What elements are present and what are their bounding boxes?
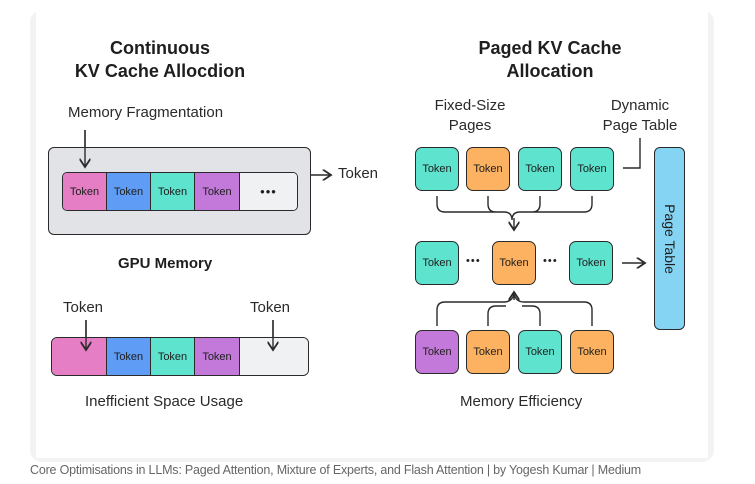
strip-cell: Token [195, 338, 240, 375]
page-token: Token [466, 147, 510, 191]
page-token: Token [492, 241, 536, 285]
page-token: Token [518, 147, 562, 191]
gpu-token: Token [63, 173, 107, 210]
strip-cell [240, 338, 308, 375]
memory-efficiency-label: Memory Efficiency [460, 393, 583, 410]
gpu-token: Token [195, 173, 240, 210]
paged-title-line1: Paged KV Cache [478, 38, 622, 58]
dynamic-line2: Page Table [602, 117, 678, 134]
page-token: Token [415, 241, 459, 285]
gpu-token: Token [107, 173, 151, 210]
ellipsis-icon: • • • [466, 255, 480, 267]
continuous-title: Continuous KV Cache Allocdion [60, 37, 260, 83]
fixed-size-line2: Pages [448, 117, 492, 134]
top-bracket [436, 196, 593, 221]
dynamic-table-connector [623, 138, 641, 169]
gpu-memory-label: GPU Memory [118, 255, 213, 272]
page-token: Token [570, 147, 614, 191]
dynamic-page-table-label: Dynamic Page Table [590, 96, 690, 136]
pointer-label-right: Token [250, 299, 291, 316]
source-caption: Core Optimisations in LLMs: Paged Attent… [30, 463, 642, 477]
fixed-size-line1: Fixed-Size [434, 97, 506, 114]
gpu-token: Token [151, 173, 195, 210]
fixed-size-pages-label: Fixed-Size Pages [420, 96, 520, 136]
continuous-title-line2: KV Cache Allocdion [74, 61, 246, 81]
memory-fragmentation-label: Memory Fragmentation [68, 104, 224, 121]
page-token: Token [569, 241, 613, 285]
strip-cell: Token [151, 338, 195, 375]
gpu-token-strip: Token Token Token Token ••• [62, 172, 298, 211]
page-token: Token [518, 330, 562, 374]
dynamic-line1: Dynamic [610, 97, 670, 114]
paged-title-line2: Allocation [506, 61, 594, 81]
inefficient-space-label: Inefficient Space Usage [85, 393, 244, 410]
page-table-label: Page Table [661, 203, 678, 274]
gpu-ellipsis: ••• [240, 173, 297, 210]
page-token: Token [570, 330, 614, 374]
page-token: Token [466, 330, 510, 374]
bottom-bracket [436, 293, 593, 326]
page-token: Token [415, 147, 459, 191]
pointer-label-left: Token [63, 299, 104, 316]
output-token-label: Token [338, 165, 379, 182]
paged-title: Paged KV Cache Allocation [440, 37, 660, 83]
strip-cell: Token [107, 338, 151, 375]
page-table: Page Table [654, 147, 685, 330]
ellipsis-icon: • • • [543, 255, 557, 267]
inefficient-strip: Token Token Token [51, 337, 309, 376]
strip-cell [52, 338, 107, 375]
continuous-title-line1: Continuous [110, 38, 210, 58]
page-token: Token [415, 330, 459, 374]
